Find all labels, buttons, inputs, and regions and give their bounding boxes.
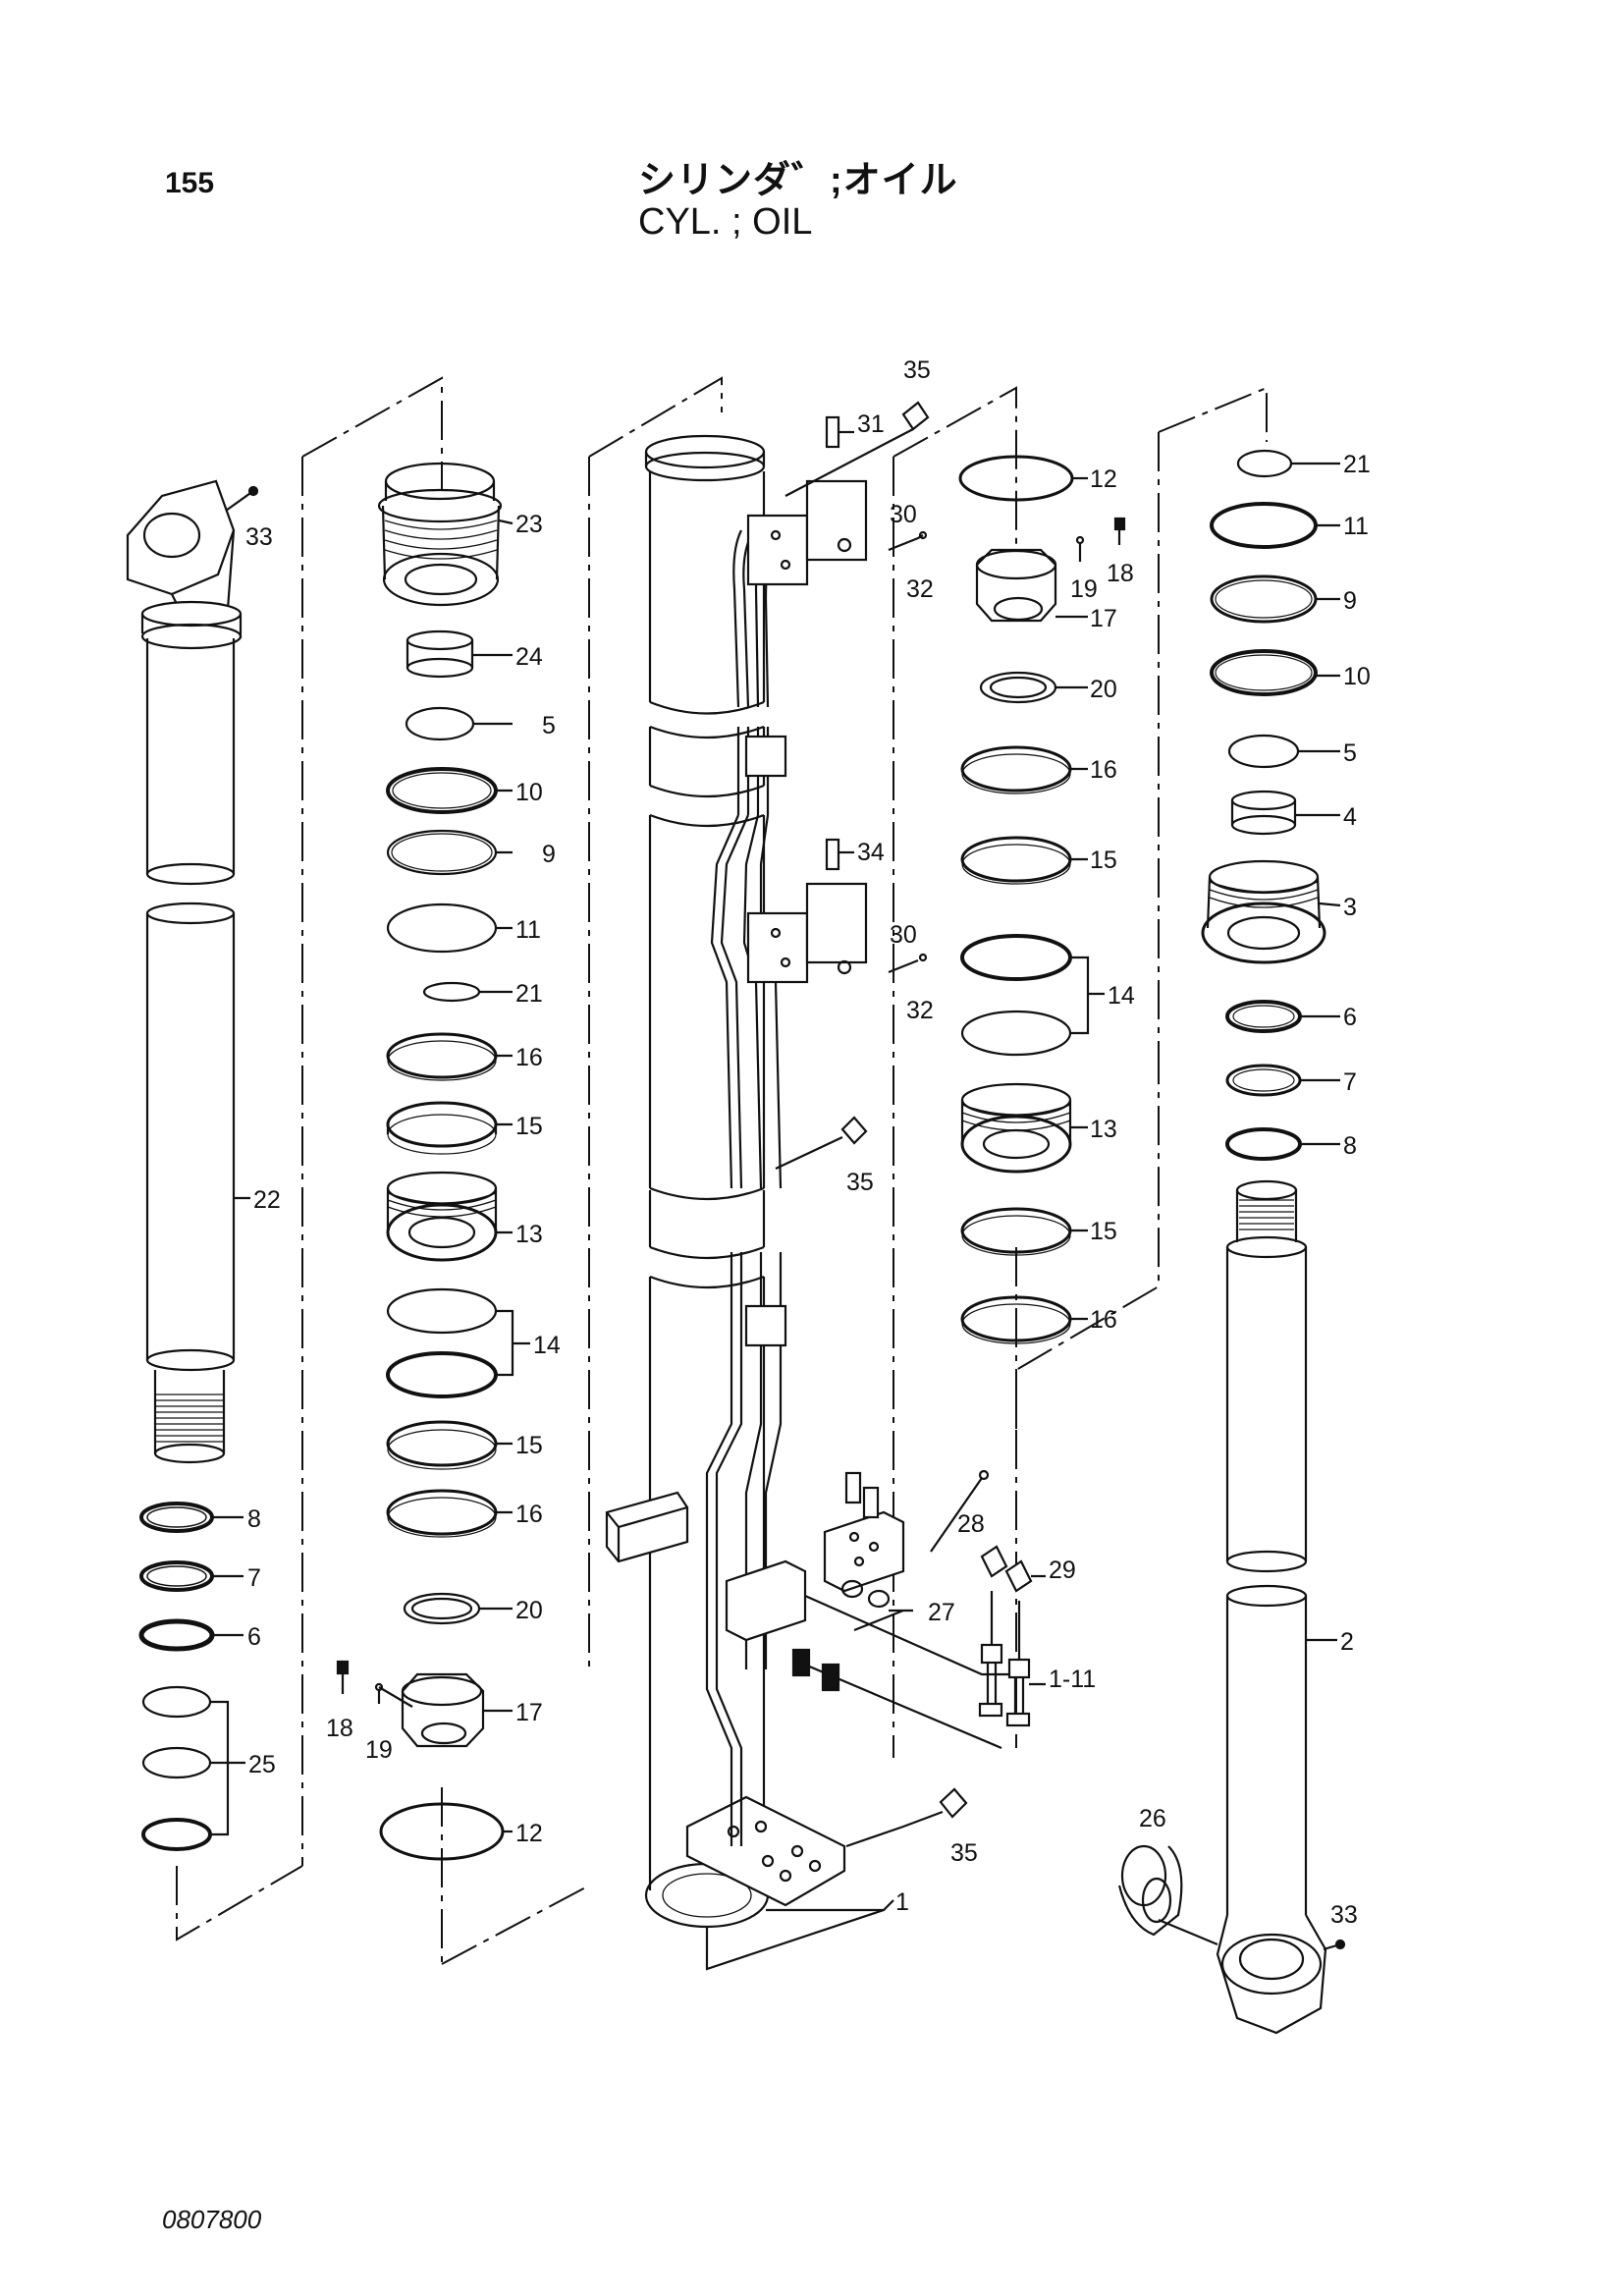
label-14-left: 14 [533, 1332, 561, 1359]
label-16-b: 16 [515, 1501, 543, 1528]
label-4: 4 [1343, 803, 1357, 831]
column-frames [176, 376, 1268, 1965]
label-23: 23 [515, 511, 543, 538]
col5-parts [1117, 449, 1346, 2035]
label-2: 2 [1340, 1628, 1354, 1656]
label-19-left: 19 [365, 1736, 393, 1764]
label-6-left: 6 [247, 1623, 261, 1651]
tube-fittings [705, 401, 1046, 1971]
label-21-right: 21 [1343, 451, 1371, 478]
label-33-rod: 33 [245, 523, 273, 551]
label-18-left: 18 [326, 1715, 353, 1742]
label-3: 3 [1343, 894, 1357, 921]
label-10-left: 10 [515, 779, 543, 806]
label-15-c: 15 [1090, 847, 1117, 874]
label-16-a: 16 [515, 1044, 543, 1071]
label-5-right: 5 [1343, 739, 1357, 767]
label-13-right: 13 [1090, 1116, 1117, 1143]
label-9-left: 9 [542, 841, 556, 868]
label-1-11: 1-11 [1049, 1666, 1096, 1693]
part-labels: 33 22 8 7 6 25 23 24 5 10 9 11 21 16 15 … [245, 356, 1371, 1929]
title-japanese: シリンダ゛;オイル [638, 160, 958, 201]
label-7-left: 7 [247, 1564, 261, 1592]
label-21-left: 21 [515, 980, 543, 1008]
label-17-left: 17 [515, 1699, 543, 1726]
label-30-mid: 30 [890, 921, 917, 949]
label-11-left: 11 [515, 916, 541, 944]
label-14-right: 14 [1108, 982, 1135, 1010]
label-24: 24 [515, 643, 543, 671]
label-8-left: 8 [247, 1505, 261, 1533]
label-12-right: 12 [1090, 465, 1117, 493]
label-20-right: 20 [1090, 676, 1117, 703]
label-33-bottom: 33 [1330, 1901, 1358, 1929]
page-number: 155 [165, 167, 215, 199]
label-19-right: 19 [1070, 575, 1098, 603]
label-34: 34 [857, 839, 885, 866]
label-10-right: 10 [1343, 663, 1371, 690]
piston-rod [126, 479, 259, 1464]
label-11-right: 11 [1343, 513, 1369, 540]
col2-parts [336, 462, 530, 1861]
label-15-d: 15 [1090, 1218, 1117, 1245]
label-25: 25 [248, 1751, 276, 1778]
label-12-left: 12 [515, 1820, 543, 1847]
label-1: 1 [895, 1888, 909, 1916]
label-32-top: 32 [906, 575, 934, 603]
label-30-top: 30 [890, 501, 917, 528]
label-16-d: 16 [1090, 1306, 1117, 1334]
label-29: 29 [1049, 1557, 1076, 1584]
label-7-right: 7 [1343, 1068, 1357, 1096]
cylinder-tube [605, 434, 1016, 1929]
label-5-left: 5 [542, 712, 556, 739]
col1-rings [138, 1502, 245, 1851]
label-8-right: 8 [1343, 1132, 1357, 1160]
title-english: CYL. ; OIL [638, 201, 813, 243]
label-28: 28 [957, 1510, 985, 1538]
label-32-mid: 32 [906, 997, 934, 1024]
label-31: 31 [857, 410, 885, 438]
label-16-c: 16 [1090, 756, 1117, 784]
label-27: 27 [928, 1599, 955, 1626]
label-18-right: 18 [1107, 560, 1134, 587]
label-35-top: 35 [903, 356, 931, 384]
label-9-right: 9 [1343, 587, 1357, 615]
drawing-number: 0807800 [162, 2205, 262, 2234]
label-26: 26 [1139, 1805, 1166, 1832]
col4-parts [958, 455, 1126, 1344]
label-6-right: 6 [1343, 1004, 1357, 1031]
label-15-a: 15 [515, 1113, 543, 1140]
label-20-left: 20 [515, 1597, 543, 1624]
label-15-b: 15 [515, 1432, 543, 1459]
label-13-left: 13 [515, 1221, 543, 1248]
label-35-mid: 35 [846, 1169, 874, 1196]
label-17-right: 17 [1090, 605, 1117, 632]
label-22: 22 [253, 1186, 281, 1214]
label-35-low: 35 [950, 1839, 978, 1867]
